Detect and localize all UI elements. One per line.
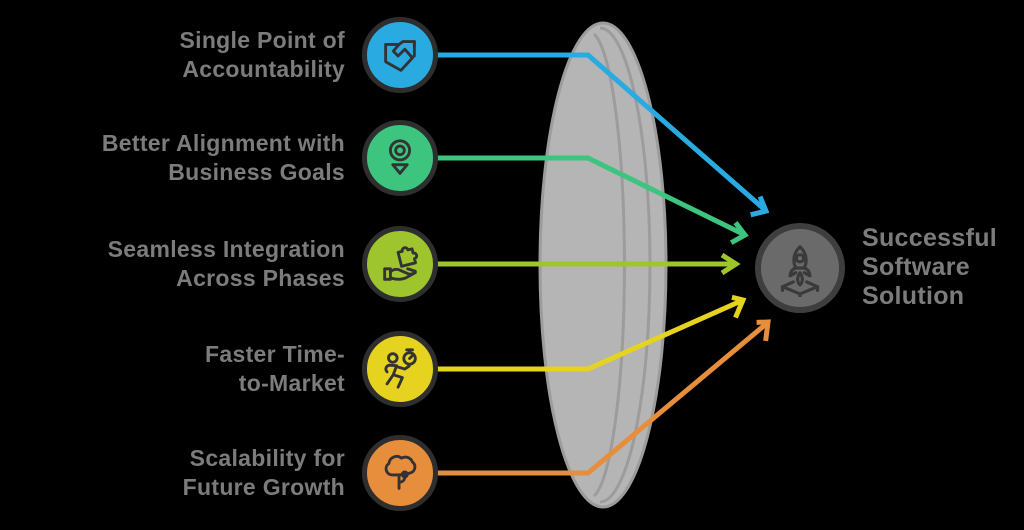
connector-single-point [436, 52, 770, 218]
label-scalability: Scalability for Future Growth [0, 444, 345, 502]
arrowhead [750, 195, 770, 218]
connector-line [436, 322, 768, 476]
arrowhead [729, 221, 749, 245]
tree-growth-icon [384, 455, 417, 490]
puzzle-hand-icon [383, 246, 419, 281]
circle-single-point [362, 17, 438, 93]
connector-line [436, 155, 745, 237]
runner-stopwatch-icon [384, 348, 417, 389]
label-line: Faster Time- [205, 341, 345, 367]
arrowhead [756, 319, 771, 342]
arrowhead [720, 252, 741, 276]
circle-integration [362, 226, 438, 302]
connector-integration [436, 252, 741, 276]
handshake-icon [384, 40, 416, 72]
rocket-launch-icon [780, 245, 820, 297]
label-single-point: Single Point of Accountability [0, 26, 345, 84]
label-line: Solution [862, 282, 965, 310]
label-line: Single Point of [179, 27, 345, 53]
circle-scalability [362, 435, 438, 511]
label-line: Successful [862, 224, 998, 252]
label-line: Software [862, 253, 970, 281]
label-line: Accountability [182, 56, 345, 82]
arrowhead [731, 294, 747, 319]
label-line: Future Growth [182, 474, 345, 500]
label-line: Business Goals [168, 159, 345, 185]
connector-time-to-market [436, 294, 747, 372]
circle-successful-solution [755, 223, 845, 313]
connector-alignment [436, 155, 749, 245]
circle-alignment [362, 120, 438, 196]
label-integration: Seamless Integration Across Phases [0, 235, 345, 293]
label-successful-solution: Successful Software Solution [862, 224, 997, 311]
label-alignment: Better Alignment with Business Goals [0, 129, 345, 187]
label-line: Better Alignment with [101, 130, 345, 156]
label-line: to-Market [238, 370, 345, 396]
location-pin-icon [388, 139, 412, 175]
label-line: Across Phases [176, 265, 345, 291]
connector-scalability [436, 319, 771, 476]
label-time-to-market: Faster Time- to-Market [0, 340, 345, 398]
label-line: Scalability for [189, 445, 345, 471]
connector-line [436, 52, 766, 211]
circle-time-to-market [362, 331, 438, 407]
label-line: Seamless Integration [107, 236, 345, 262]
connector-line [436, 298, 743, 372]
